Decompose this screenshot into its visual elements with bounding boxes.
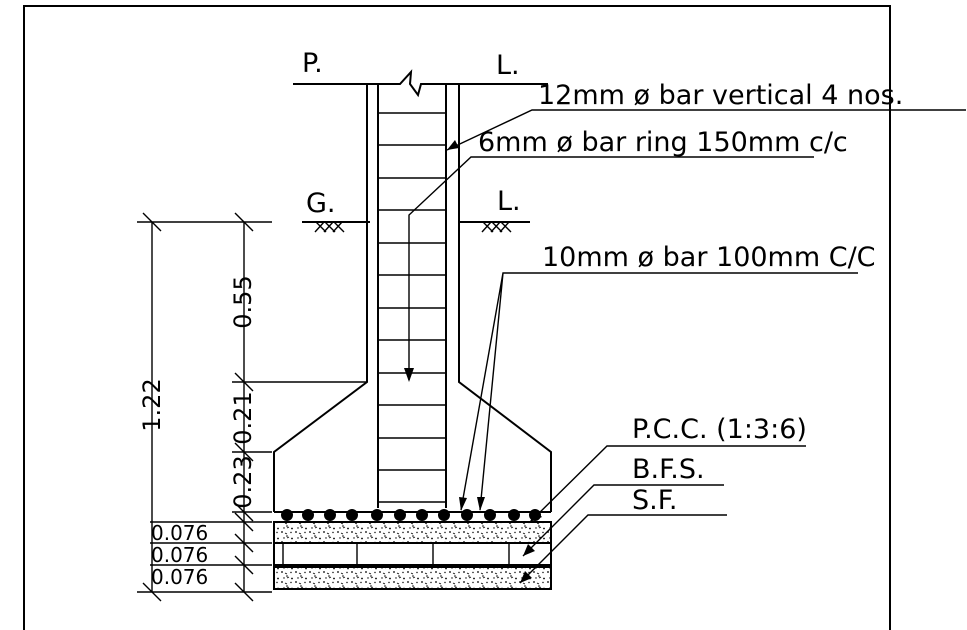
pcc-arrowhead <box>530 510 542 522</box>
frame <box>23 5 891 630</box>
dim-lower-slope: 0.23 <box>229 455 257 508</box>
dim-sf-thickness: 0.076 <box>151 565 208 589</box>
bfs-arrowhead <box>523 544 535 556</box>
bfs-layer <box>273 542 552 566</box>
base-bars <box>281 509 541 521</box>
ring-bar-arrowhead <box>404 368 414 382</box>
sf-leader <box>519 514 727 584</box>
ground-hatch-left <box>314 221 345 233</box>
dim-above-footing: 0.55 <box>229 275 257 328</box>
ring-bar-leader <box>408 156 814 380</box>
dim-bfs-thickness: 0.076 <box>151 543 208 567</box>
ring-bar-label: 6mm ø bar ring 150mm c/c <box>478 127 848 158</box>
bfs-label: B.F.S. <box>632 454 705 485</box>
base-bar-label: 10mm ø bar 100mm C/C <box>542 242 876 273</box>
base-bar-leader <box>460 272 858 511</box>
vertical-bar-leader <box>446 109 966 151</box>
pcc-label: P.C.C. (1:3:6) <box>632 414 807 445</box>
sf-label: S.F. <box>632 485 678 516</box>
dim-total-depth: 1.22 <box>138 378 166 431</box>
dim-pcc-thickness: 0.076 <box>151 521 208 545</box>
base-bar-arrowhead-1 <box>459 497 467 511</box>
pcc-layer <box>273 521 552 544</box>
base-bar-arrowhead-2 <box>477 497 485 511</box>
plinth-label-right: L. <box>496 50 520 81</box>
plinth-level-line <box>293 69 548 98</box>
ground-hatch-right <box>481 221 512 233</box>
bfs-leader <box>522 484 724 557</box>
dim-upper-slope: 0.21 <box>229 391 257 444</box>
footing-layers <box>273 511 552 590</box>
sf-arrowhead <box>520 571 532 583</box>
ground-label-left: G. <box>306 188 336 219</box>
pcc-leader <box>529 445 806 523</box>
sf-layer <box>273 566 552 590</box>
ground-label-right: L. <box>497 186 521 217</box>
plinth-label-left: P. <box>302 48 323 79</box>
vertical-bar-label: 12mm ø bar vertical 4 nos. <box>538 80 903 111</box>
vertical-bar-arrowhead <box>447 140 459 150</box>
dimension-lines <box>137 212 366 602</box>
